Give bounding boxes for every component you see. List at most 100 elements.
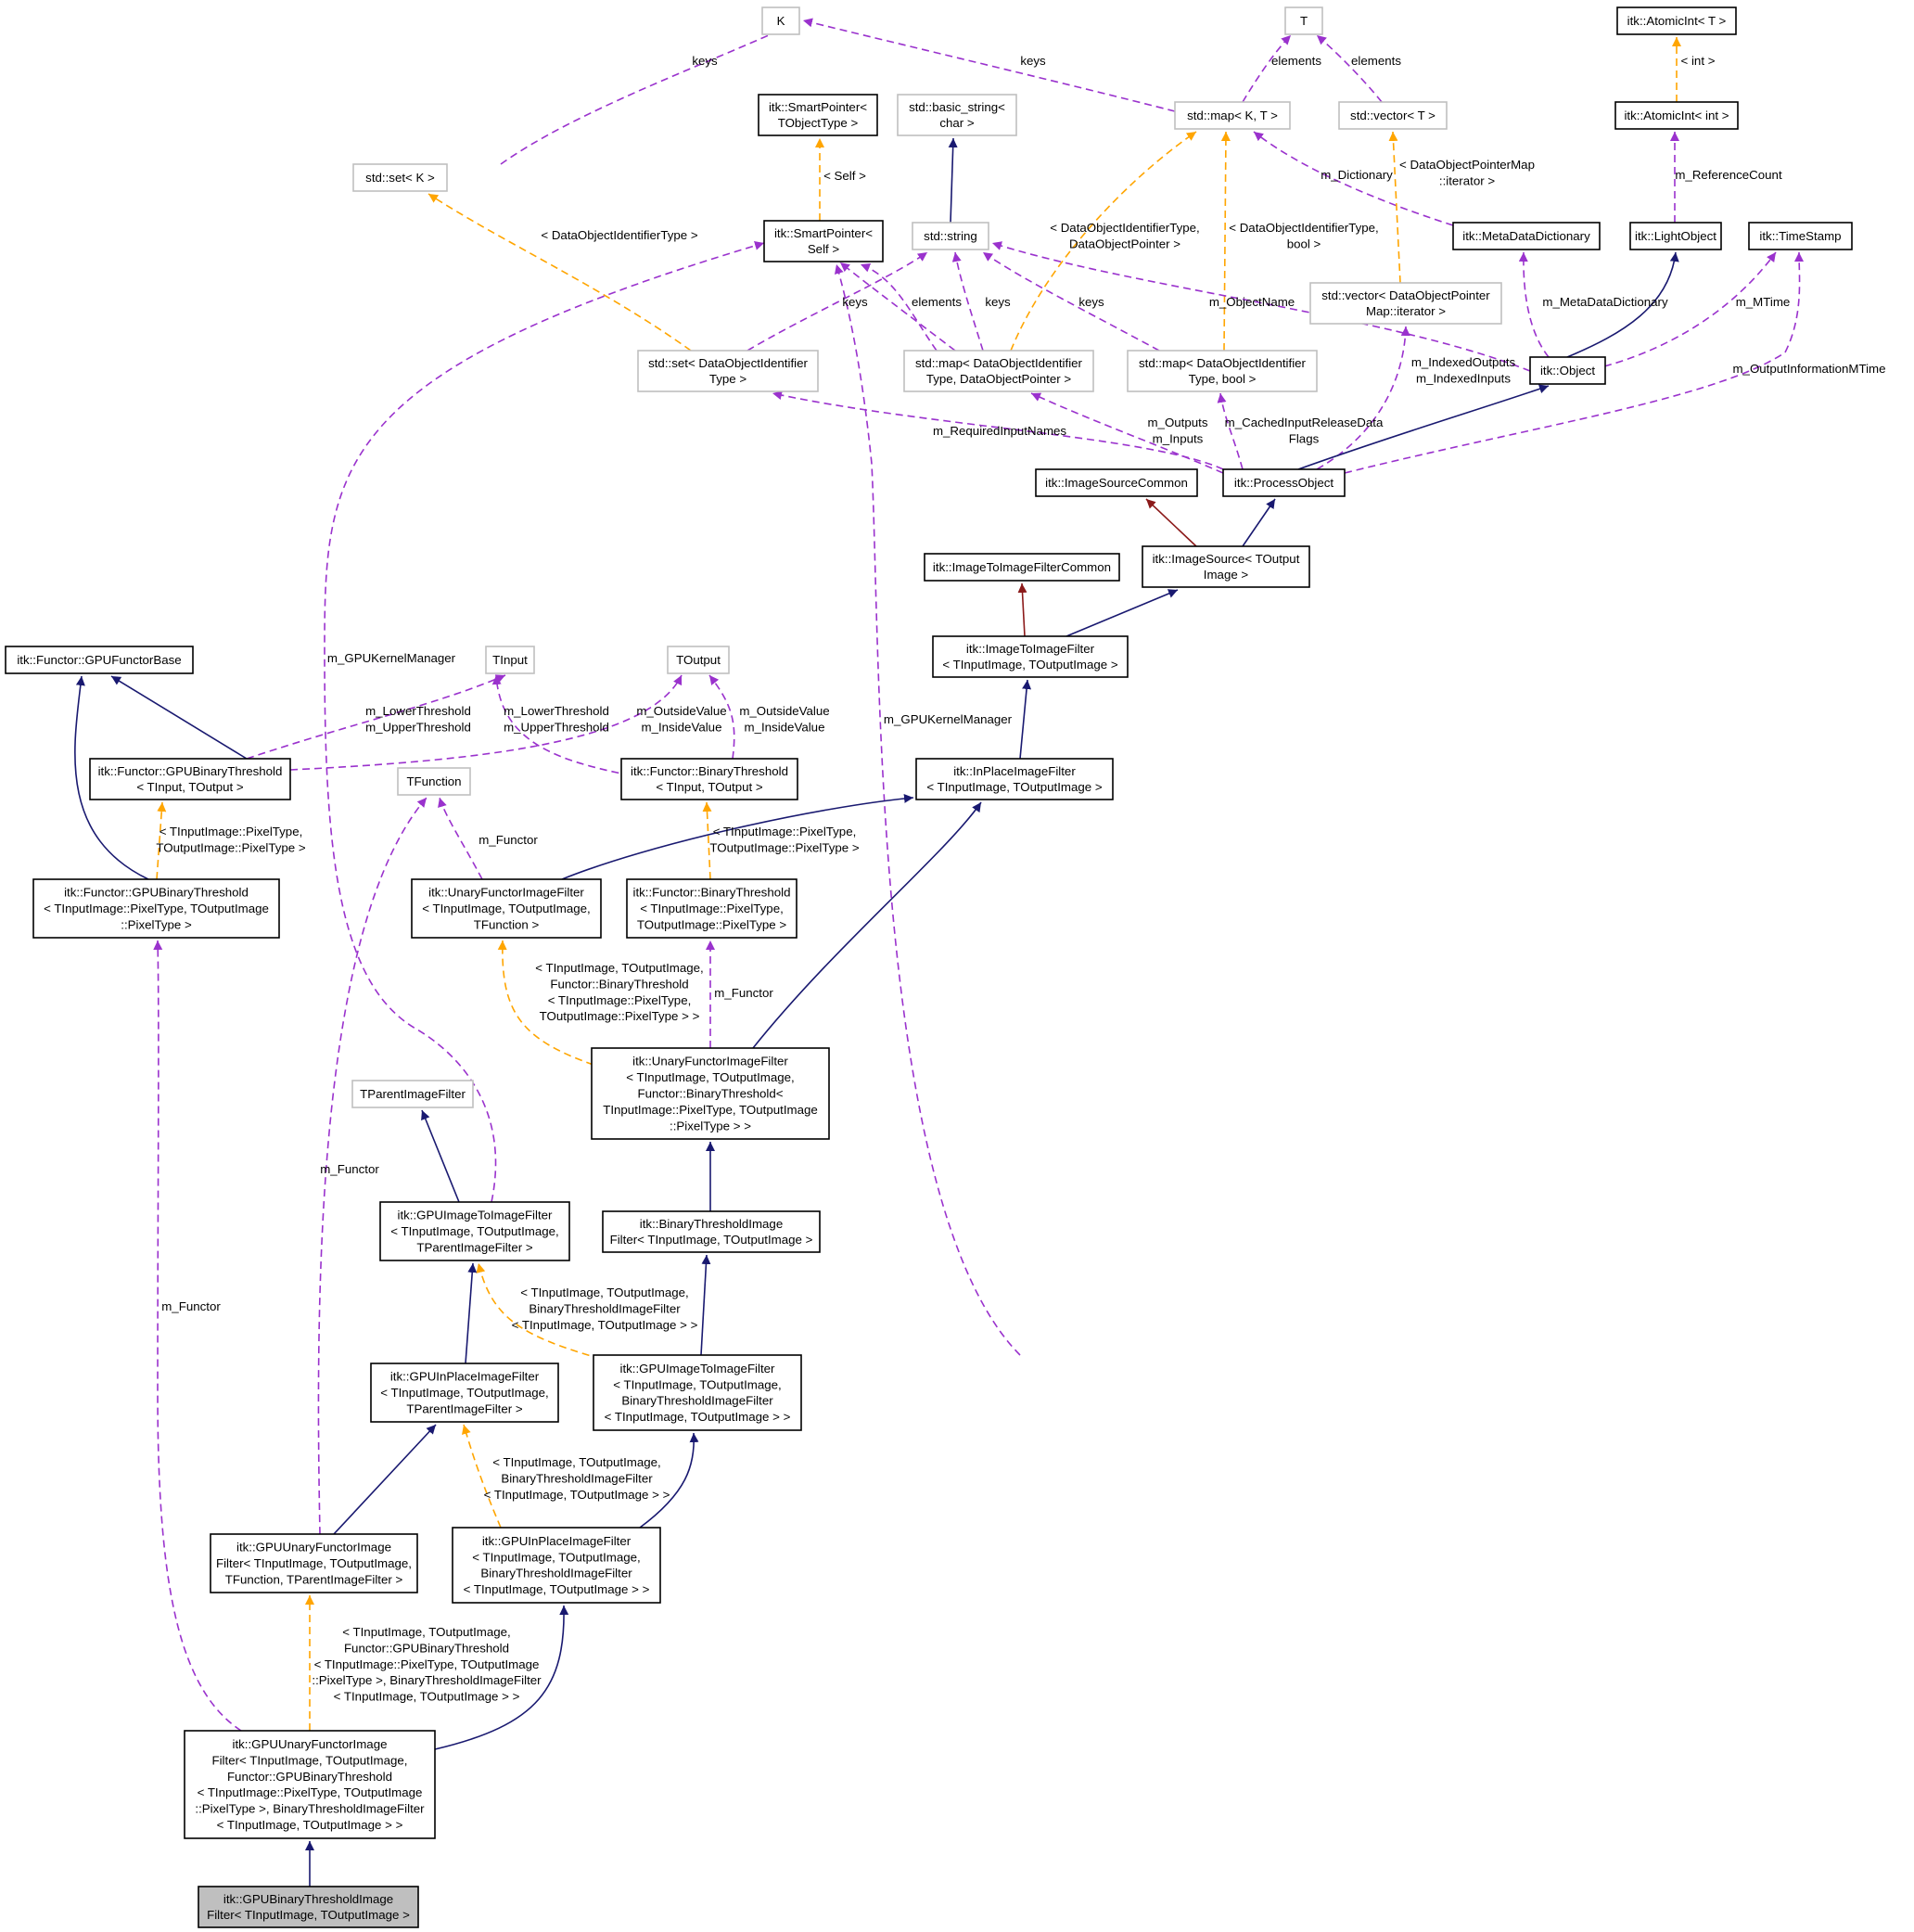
node-atomic-int-t[interactable]: itk::AtomicInt< T > <box>1616 6 1737 35</box>
node-image-source-common[interactable]: itk::ImageSourceCommon <box>1035 468 1198 497</box>
node-image-to-image-filter-common[interactable]: itk::ImageToImageFilterCommon <box>924 553 1120 582</box>
node-gpuin-place-image-filter-bt[interactable]: itk::GPUInPlaceImageFilter< TInputImage,… <box>452 1527 661 1604</box>
edge-label-line: TOutputImage::PixelType > <box>709 840 859 854</box>
edge-label-keys-a: keys <box>842 295 868 309</box>
node-vector-t[interactable]: std::vector< T > <box>1338 101 1448 130</box>
edge-mapDOIT_DOP-SmartPointerSelf-keys <box>839 262 956 352</box>
node-box <box>1222 468 1346 497</box>
node-label: itk::Object <box>1540 364 1595 377</box>
node-label-line: itk::GPUImageToImageFilter <box>397 1209 553 1222</box>
node-object[interactable]: itk::Object <box>1529 356 1606 385</box>
node-time-stamp[interactable]: itk::TimeStamp <box>1748 222 1853 250</box>
node-basic-string[interactable]: std::basic_string<char > <box>897 94 1017 136</box>
edge-label-gpuunary-bt-tmpl: < TInputImage, TOutputImage,Functor::GPU… <box>312 1625 542 1704</box>
node-label-line: itk::ImageToImageFilter <box>966 642 1095 656</box>
node-label-line: itk::Functor::BinaryThreshold <box>631 764 788 778</box>
node-label-line: < TInputImage::PixelType, TOutputImage <box>44 902 269 915</box>
node-gpuimage-to-image-filter-bt[interactable]: itk::GPUImageToImageFilter< TInputImage,… <box>593 1354 802 1431</box>
node-label: itk::TimeStamp <box>1759 229 1841 243</box>
node-std-string[interactable]: std::string <box>912 222 989 250</box>
node-gpubinary-threshold-pix[interactable]: itk::Functor::GPUBinaryThreshold< TInput… <box>32 878 280 939</box>
edge-label-mdictionary: m_Dictionary <box>1321 168 1393 182</box>
node-unary-functor-image-filter-bt[interactable]: itk::UnaryFunctorImageFilter< TInputImag… <box>591 1047 830 1140</box>
edge-label-line: BinaryThresholdImageFilter <box>501 1471 653 1485</box>
edge-label-line: < DataObjectPointerMap <box>1399 158 1535 172</box>
node-label-line: std::string <box>924 229 977 243</box>
edge-label-line: < TInputImage::PixelType, <box>548 993 692 1007</box>
node-gpubinary-threshold[interactable]: itk::Functor::GPUBinaryThreshold< TInput… <box>89 758 291 800</box>
edge-mapDOIT_DOP-mapKT <box>1010 131 1197 352</box>
edge-ImageToImageFilter-ImageSource <box>1065 589 1179 637</box>
node-in-place-image-filter[interactable]: itk::InPlaceImageFilter< TInputImage, TO… <box>915 758 1114 800</box>
node-box <box>602 1210 821 1253</box>
edge-mapDOIT_bool-stdString <box>982 251 1160 352</box>
node-tparent-image-filter[interactable]: TParentImageFilter <box>351 1080 474 1108</box>
edge-GPUUnaryFunctorImageFilter-TFunction <box>317 797 427 1535</box>
node-k[interactable]: K <box>761 6 800 35</box>
edge-label-line: Functor::GPUBinaryThreshold <box>344 1641 509 1655</box>
node-binary-threshold[interactable]: itk::Functor::BinaryThreshold< TInput, T… <box>620 758 798 800</box>
node-atomic-int-int[interactable]: itk::AtomicInt< int > <box>1614 101 1739 130</box>
edge-label-keys-b: keys <box>985 295 1011 309</box>
node-label-line: itk::ImageSourceCommon <box>1045 476 1188 490</box>
node-box <box>763 220 884 262</box>
node-t[interactable]: T <box>1284 6 1323 35</box>
node-binary-threshold-pix[interactable]: itk::Functor::BinaryThreshold< TInputIma… <box>626 878 798 939</box>
node-unary-functor-image-filter[interactable]: itk::UnaryFunctorImageFilter< TInputImag… <box>411 878 602 939</box>
node-tfunction[interactable]: TFunction <box>397 767 471 796</box>
edge-BinaryThresholdPix-BinaryThreshold <box>702 801 712 880</box>
edge-label-line: elements <box>912 295 962 309</box>
edge-label-line: m_ObjectName <box>1209 295 1295 309</box>
edge-label-pixtypes-bt: < TInputImage::PixelType,TOutputImage::P… <box>709 825 859 854</box>
node-image-to-image-filter[interactable]: itk::ImageToImageFilter< TInputImage, TO… <box>932 635 1129 678</box>
edge-label-line: bool > <box>1287 237 1321 250</box>
node-box <box>1284 6 1323 35</box>
edge-label-line: < DataObjectIdentifierType > <box>541 228 697 242</box>
node-process-object[interactable]: itk::ProcessObject <box>1222 468 1346 497</box>
node-smart-pointer-tobj[interactable]: itk::SmartPointer<TObjectType > <box>758 94 878 136</box>
node-tinput[interactable]: TInput <box>485 646 535 674</box>
edge-label-keys-setK: keys <box>692 54 718 68</box>
node-label-line: itk::TimeStamp <box>1759 229 1841 243</box>
edge-label-gpuipif-bt-tmpl: < TInputImage, TOutputImage,BinaryThresh… <box>484 1455 670 1502</box>
node-label: itk::SmartPointer<Self > <box>774 226 873 256</box>
node-toutput[interactable]: TOutput <box>667 646 730 674</box>
node-label-line: T <box>1300 14 1308 28</box>
edge-GPUImageToImageFilter-SmartPointerSelf <box>324 241 765 1203</box>
node-label-line: < TInputImage, TOutputImage, <box>613 1377 781 1391</box>
node-meta-data-dictionary[interactable]: itk::MetaDataDictionary <box>1452 222 1601 250</box>
node-label-line: char > <box>939 116 975 130</box>
node-set-k[interactable]: std::set< K > <box>352 163 448 192</box>
edge-label-doit: < DataObjectIdentifierType > <box>541 228 697 242</box>
node-label-line: itk::UnaryFunctorImageFilter <box>632 1055 788 1068</box>
edge-label-line: < TInputImage::PixelType, <box>160 825 303 838</box>
node-label-line: TParentImageFilter > <box>416 1240 532 1254</box>
edge-label-line: < TInputImage, TOutputImage > > <box>512 1318 698 1332</box>
node-gpuimage-to-image-filter[interactable]: itk::GPUImageToImageFilter< TInputImage,… <box>379 1201 570 1261</box>
node-map-kt[interactable]: std::map< K, T > <box>1174 101 1291 130</box>
node-gpufunctor-base[interactable]: itk::Functor::GPUFunctorBase <box>5 646 194 674</box>
node-smart-pointer-self[interactable]: itk::SmartPointer<Self > <box>763 220 884 262</box>
edge-label-line: BinaryThresholdImageFilter <box>529 1301 681 1315</box>
node-label: itk::ImageToImageFilterCommon <box>933 560 1111 574</box>
node-box <box>915 758 1114 800</box>
node-label-line: Filter< TInputImage, TOutputImage > <box>610 1233 813 1247</box>
edge-UnaryFunctorImageFilterBT-InPlaceImageFilter <box>752 801 982 1049</box>
node-light-object[interactable]: itk::LightObject <box>1629 222 1722 250</box>
node-gpuin-place-image-filter[interactable]: itk::GPUInPlaceImageFilter< TInputImage,… <box>370 1363 559 1423</box>
node-box <box>198 1886 419 1928</box>
